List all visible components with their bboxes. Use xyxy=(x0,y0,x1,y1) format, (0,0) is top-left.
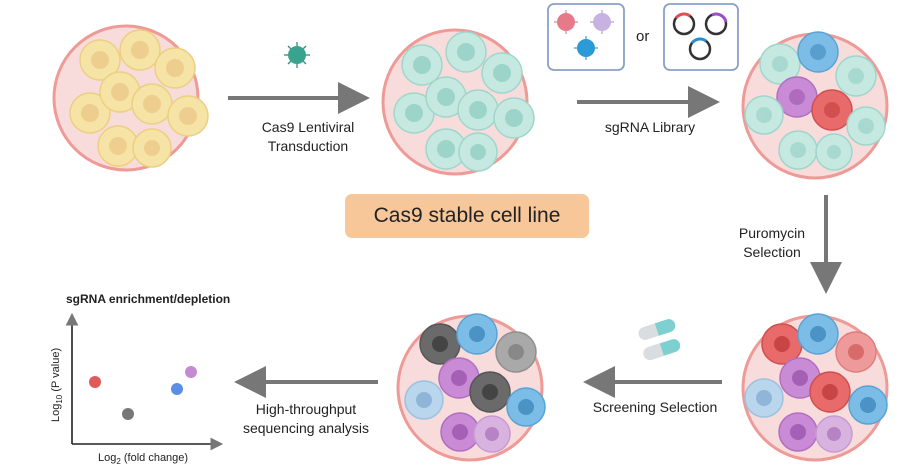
transduction-label: Cas9 Lentiviral Transduction xyxy=(246,118,370,156)
dish-untreated xyxy=(52,24,209,172)
x-label-sub: 2 xyxy=(116,457,121,467)
puromycin-label-line2: Selection xyxy=(743,244,801,260)
pills-icon xyxy=(638,319,681,360)
plot-y-label: Log10 (P value) xyxy=(50,348,64,422)
x-label-prefix: Log xyxy=(98,452,117,464)
dish-selected xyxy=(741,313,889,462)
plot-x-label: Log2 (fold change) xyxy=(98,452,188,466)
sequencing-label: High-throughput sequencing analysis xyxy=(236,400,376,438)
dish-screened xyxy=(396,313,546,462)
plasmid-library-box xyxy=(663,3,739,71)
dish-library xyxy=(741,31,889,180)
cas9-cell-line-badge: Cas9 stable cell line xyxy=(345,194,589,238)
y-label-prefix: Log xyxy=(50,403,62,422)
transduction-label-line1: Cas9 Lentiviral xyxy=(261,119,355,135)
sequencing-label-line2: sequencing analysis xyxy=(242,420,370,436)
sequencing-label-line1: High-throughput xyxy=(255,401,357,417)
lentivirus-icon xyxy=(284,42,310,68)
plot-point-blue xyxy=(171,383,183,395)
plot-point-red xyxy=(89,376,101,388)
y-label-sub: 10 xyxy=(55,394,65,404)
plot-point-purple xyxy=(185,366,197,378)
plot-point-gray xyxy=(122,408,134,420)
x-label-rest: (fold change) xyxy=(120,452,189,464)
library-label: sgRNA Library xyxy=(604,119,696,135)
or-label: or xyxy=(636,28,650,45)
screening-label: Screening Selection xyxy=(592,399,718,415)
puromycin-label: Puromycin Selection xyxy=(728,224,816,262)
enrichment-plot xyxy=(65,312,224,451)
dish-cas9 xyxy=(381,28,535,176)
transduction-label-line2: Transduction xyxy=(267,138,349,154)
puromycin-label-line1: Puromycin xyxy=(738,225,806,241)
plot-title: sgRNA enrichment/depletion xyxy=(66,292,231,306)
virus-library-box xyxy=(547,3,625,71)
y-label-rest: (P value) xyxy=(50,347,62,395)
